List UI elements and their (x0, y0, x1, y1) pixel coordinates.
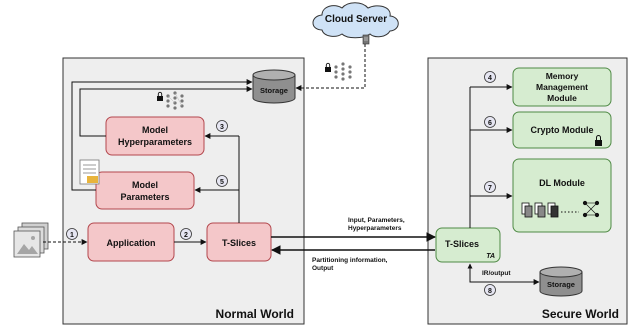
model-parameters-label-line2: Parameters (120, 192, 169, 202)
parameters-to-storage-line (71, 79, 253, 191)
step-marker-5: 5 (216, 175, 228, 187)
dl-module-label: DL Module (539, 178, 585, 188)
step-marker-8: 8 (484, 284, 496, 296)
channel-top-label-line1: Input, Parameters, (348, 217, 405, 224)
hyperparameters-to-storage-line (79, 86, 253, 137)
cloud-to-storage-dashed-line (295, 44, 366, 91)
document-icon (79, 159, 100, 185)
step-number: 1 (70, 232, 74, 239)
cloud-network-icon (334, 62, 352, 81)
secure-world-title: Secure World (542, 307, 619, 321)
step-number: 6 (488, 120, 492, 127)
image-stack-icon (13, 222, 49, 258)
step-marker-7: 7 (484, 181, 496, 193)
neural-network-icon (582, 200, 600, 218)
secure-tslices-label: T-Slices (445, 239, 479, 249)
crypto-module-box: Crypto Module (512, 111, 612, 149)
normal-storage: Storage (252, 69, 296, 104)
cloud-lock-icon (325, 62, 331, 72)
step-number: 3 (220, 124, 224, 131)
crypto-module-label: Crypto Module (531, 125, 594, 135)
normal-tslices-box: T-Slices (206, 222, 272, 262)
cloud-server: Cloud Server (312, 2, 399, 45)
model-parameters-box: Model Parameters (95, 171, 195, 210)
io-label: IR/output (482, 270, 511, 277)
channel-bottom-label-line2: Output (312, 265, 334, 272)
step-marker-2: 2 (180, 228, 192, 240)
step-number: 2 (184, 232, 188, 239)
application-label: Application (107, 238, 156, 248)
model-hyperparameters-label-line2: Hyperparameters (118, 137, 192, 147)
dl-module-box: DL Module (512, 158, 612, 233)
secure-tslices-storage-line (467, 263, 540, 285)
memory-module-label-line3: Module (547, 93, 577, 103)
normal-tslices-label: T-Slices (222, 238, 256, 248)
memory-module-label-line1: Memory (546, 71, 579, 81)
memory-management-module-box: Memory Management Module (512, 67, 612, 107)
cloud-server-label: Cloud Server (325, 14, 387, 25)
step-marker-3: 3 (216, 120, 228, 132)
channel-top-label-line2: Hyperparameters (348, 225, 402, 232)
model-parameters-label-line1: Model (132, 180, 158, 190)
step-marker-1: 1 (66, 228, 78, 240)
normal-world-title: Normal World (216, 307, 294, 321)
model-hyperparameters-label-line1: Model (142, 125, 168, 135)
model-hyperparameters-box: Model Hyperparameters (105, 116, 205, 156)
step-number: 7 (488, 185, 492, 192)
server-icon (362, 34, 370, 45)
step-number: 8 (488, 288, 492, 295)
normal-network-icon (166, 91, 184, 110)
secure-tslices-box: T-Slices TA (435, 227, 501, 263)
normal-lock-icon (157, 91, 163, 101)
secure-storage-label: Storage (547, 280, 575, 289)
tensor-stack-icon (521, 202, 579, 218)
step-number: 4 (488, 75, 492, 82)
step-number: 5 (220, 179, 224, 186)
channel-bottom-label-line1: Partitioning information, (312, 257, 388, 264)
secure-storage: Storage (539, 266, 583, 297)
step-marker-6: 6 (484, 116, 496, 128)
ta-tag: TA (486, 253, 495, 260)
application-box: Application (87, 222, 175, 262)
step-marker-4: 4 (484, 71, 496, 83)
memory-module-label-line2: Management (536, 82, 588, 92)
cloud-shape (312, 2, 399, 39)
normal-storage-label: Storage (260, 86, 288, 95)
lock-icon (595, 135, 602, 146)
